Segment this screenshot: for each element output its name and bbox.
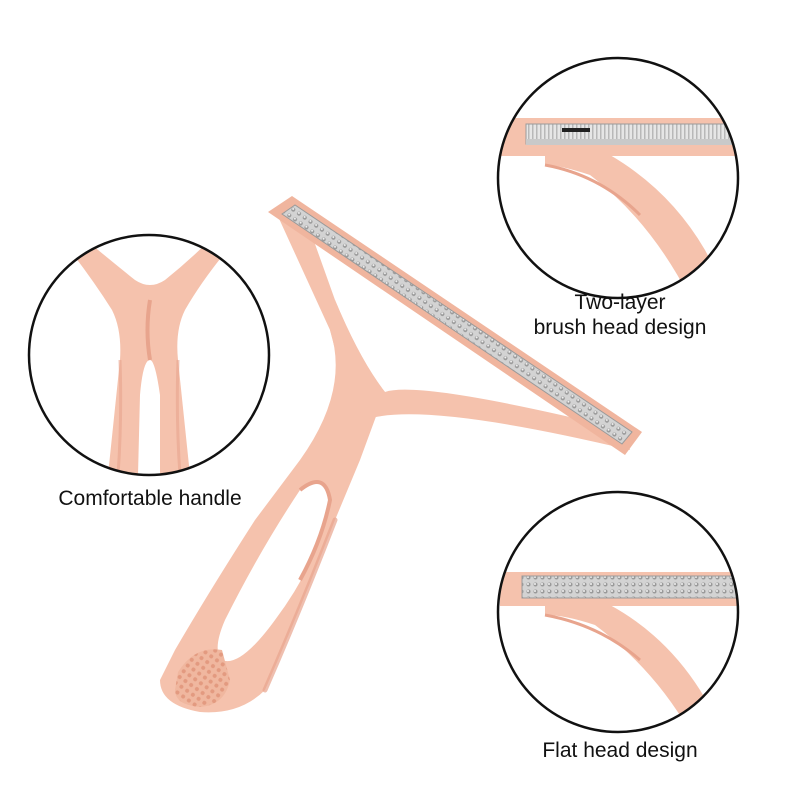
callout-two-layer <box>496 56 740 300</box>
callout-flat-head <box>496 490 740 734</box>
callout-handle <box>27 233 271 477</box>
handle-body <box>160 202 385 713</box>
lint-remover-product <box>160 196 642 713</box>
callout-circle-top <box>496 56 740 300</box>
handle-opening <box>217 482 330 662</box>
grip-texture <box>175 649 230 707</box>
blade-metal <box>281 204 633 445</box>
two-layer-label-line2: brush head design <box>533 316 707 339</box>
flat-head-label: Flat head design <box>542 739 698 762</box>
two-layer-label-line1: Two-layer <box>574 291 666 314</box>
callout-circle-bottom <box>496 490 740 734</box>
comfortable-handle-label: Comfortable handle <box>58 487 242 510</box>
callout-circle-left <box>27 233 271 477</box>
two-layer-label: Two-layer brush head design <box>505 290 735 340</box>
lower-arm <box>330 300 630 450</box>
